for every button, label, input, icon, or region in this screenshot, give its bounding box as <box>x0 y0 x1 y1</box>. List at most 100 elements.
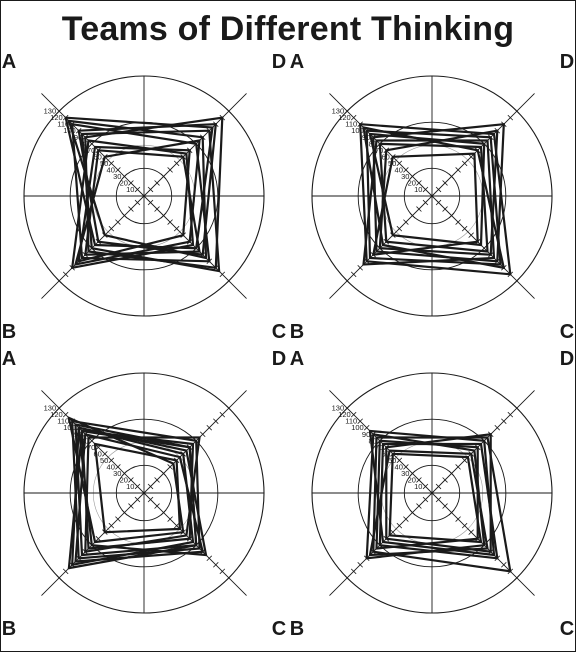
axis-tick <box>108 225 115 232</box>
axis-tick <box>396 522 403 529</box>
axis-tick <box>422 496 429 503</box>
axis-tick <box>56 405 62 411</box>
axis-tick <box>226 405 232 411</box>
axis-tick <box>461 457 468 464</box>
axis-tick <box>102 451 108 457</box>
quadrant-label-b: B <box>290 618 304 640</box>
tick-label: 60 <box>93 449 101 458</box>
axis-tick <box>108 457 115 464</box>
quadrant-label-d: D <box>560 348 574 370</box>
axis-tick <box>56 108 62 114</box>
axis-tick <box>435 186 442 193</box>
axis-tick <box>213 418 219 424</box>
tick-label: 110 <box>345 417 357 426</box>
quadrant-label-a: A <box>290 51 304 73</box>
axis-tick <box>160 212 167 219</box>
quadrant-label-c: C <box>560 321 574 343</box>
axis-tick <box>154 180 160 186</box>
axis-tick <box>134 496 141 503</box>
tick-label: 20 <box>120 178 128 187</box>
axis-tick <box>350 114 357 121</box>
axis-tick <box>226 278 232 284</box>
axis-tick <box>154 503 160 509</box>
axis-tick <box>108 160 115 167</box>
diagonal-axis-a <box>41 390 145 494</box>
tick-label: 90 <box>362 430 370 439</box>
quadrant-label-b: B <box>290 321 304 343</box>
tick-label: 40 <box>107 462 115 471</box>
series-polygon-10 <box>64 116 214 250</box>
axis-tick <box>501 562 507 568</box>
page-title: Teams of Different Thinking <box>61 10 515 48</box>
diagonal-axis-a <box>41 93 145 197</box>
series-polygon-2 <box>372 122 505 263</box>
tick-label: 30 <box>401 469 409 478</box>
axis-tick <box>448 212 455 219</box>
tick-label: 10 <box>126 185 134 194</box>
tick-label: 130 <box>332 107 345 116</box>
quadrant-label-b: B <box>2 618 16 640</box>
axis-tick <box>363 424 370 431</box>
series-polygon-8 <box>388 452 483 544</box>
axis-tick <box>350 568 357 575</box>
quadrant-label-c: C <box>272 618 286 640</box>
quadrant-label-a: A <box>2 348 16 370</box>
axis-tick <box>134 186 141 193</box>
tick-label: 110 <box>345 120 357 129</box>
tick-label: 20 <box>408 475 416 484</box>
axis-tick <box>396 457 403 464</box>
axis-tick <box>121 173 128 180</box>
axis-tick <box>468 232 474 238</box>
axis-tick <box>357 418 363 424</box>
axis-tick <box>147 496 154 503</box>
axis-tick <box>396 225 403 232</box>
tick-label: 70 <box>87 443 95 452</box>
axis-tick <box>173 522 180 529</box>
axis-tick <box>357 265 363 271</box>
tick-label: 30 <box>113 469 121 478</box>
axis-tick <box>442 206 448 212</box>
axis-tick <box>494 424 501 431</box>
tick-label: 120 <box>50 113 63 122</box>
quadrant-label-a: A <box>290 348 304 370</box>
tick-label: 130 <box>44 404 57 413</box>
tick-label: 50 <box>100 159 108 168</box>
quadrant-label-d: D <box>560 51 574 73</box>
quadrant-label-c: C <box>272 321 286 343</box>
tick-label: 120 <box>338 410 351 419</box>
axis-tick <box>422 483 429 490</box>
series-polygon-2 <box>378 442 499 560</box>
axis-tick <box>455 516 461 522</box>
axis-tick <box>442 180 448 186</box>
axis-tick <box>173 225 180 232</box>
axis-tick <box>344 405 350 411</box>
axis-tick <box>507 411 514 418</box>
tick-label: 120 <box>338 113 351 122</box>
axis-tick <box>121 470 128 477</box>
tick-label: 130 <box>44 107 57 116</box>
axis-tick <box>62 568 69 575</box>
tick-label: 110 <box>57 417 69 426</box>
tick-label: 120 <box>50 410 63 419</box>
axis-tick <box>514 108 520 114</box>
quadrant-label-c: C <box>560 618 574 640</box>
axis-tick <box>167 167 173 173</box>
axis-tick <box>435 199 442 206</box>
axis-tick <box>95 535 102 542</box>
axis-tick <box>206 555 213 562</box>
axis-tick <box>468 154 474 160</box>
axis-tick <box>167 464 173 470</box>
axis-tick <box>128 503 134 509</box>
axis-tick <box>403 464 409 470</box>
axis-tick <box>435 496 442 503</box>
series-polygon-9 <box>362 126 506 270</box>
series-polygon-9 <box>73 139 201 266</box>
tick-label: 90 <box>74 133 82 142</box>
axis-tick <box>501 418 507 424</box>
axis-tick <box>160 470 167 477</box>
